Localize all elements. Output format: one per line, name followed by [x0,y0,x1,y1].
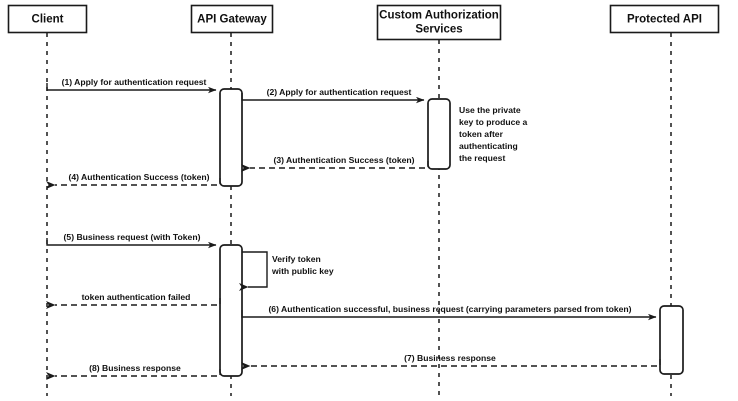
message-1-label: (1) Apply for authentication request [62,77,207,87]
participant-label-client: Client [32,14,64,26]
message-token-authentication-failed-arrow [46,298,221,309]
message-token-authentication-failed-label: token authentication failed [82,292,191,302]
message-5-label: (5) Business request (with Token) [64,232,201,242]
message-8-arrow [46,369,221,380]
message-3[interactable]: (3) Authentication Success (token) [241,155,429,172]
activation-authsvc[interactable] [427,98,451,170]
participant-protected[interactable]: Protected API [609,4,720,34]
message-2-arrow [241,93,425,104]
message-6-label: (6) Authentication successful, business … [268,304,631,314]
message-4-label: (4) Authentication Success (token) [68,172,209,182]
participant-label-authsvc-line1: Custom Authorization [379,10,499,22]
message-1-arrow [46,83,217,94]
self-call-verify-token-line2: with public key [271,266,334,276]
participant-authsvc[interactable]: Custom Authorization Services [376,4,502,41]
message-5-arrow [46,238,217,249]
participant-box-authsvc[interactable] [376,4,502,41]
activation-gateway-auth[interactable] [219,88,243,187]
participant-label-protected: Protected API [627,14,702,26]
note-private-key-line3: token after [459,129,504,139]
note-private-key-line1: Use the private [459,105,521,115]
self-call-verify-token-line1: Verify token [272,254,321,264]
message-1[interactable]: (1) Apply for authentication request [46,77,217,94]
participant-client[interactable]: Client [7,4,88,34]
activation-bars-group [219,88,684,377]
message-6-arrow [241,310,657,321]
message-4[interactable]: (4) Authentication Success (token) [46,172,221,189]
note-private-key: Use the private key to produce a token a… [459,105,528,163]
message-5[interactable]: (5) Business request (with Token) [46,232,217,249]
message-2-label: (2) Apply for authentication request [267,87,412,97]
message-3-arrow [241,161,429,172]
self-call-verify-token-arrow [239,251,268,291]
message-token-authentication-failed[interactable]: token authentication failed [46,292,221,309]
message-8[interactable]: (8) Business response [46,363,221,380]
note-private-key-line2: key to produce a [459,117,528,127]
participant-box-protected[interactable] [609,4,720,34]
message-6[interactable]: (6) Authentication successful, business … [241,304,657,321]
message-4-arrow [46,178,221,189]
note-private-key-line4: authenticating [459,141,518,151]
lifelines-group [46,33,672,396]
activation-protected[interactable] [659,305,684,375]
participant-gateway[interactable]: API Gateway [190,4,274,34]
note-private-key-line5: the request [459,153,505,163]
self-call-verify-token[interactable]: Verify token with public key [239,251,334,291]
message-3-label: (3) Authentication Success (token) [273,155,414,165]
message-7[interactable]: (7) Business response [241,353,661,370]
participant-box-client[interactable] [7,4,88,34]
message-8-label: (8) Business response [89,363,181,373]
participant-label-authsvc-line2: Services [415,24,462,36]
participant-label-gateway: API Gateway [197,14,267,26]
activation-gateway-business[interactable] [219,244,243,377]
participant-box-gateway[interactable] [190,4,274,34]
message-7-label: (7) Business response [404,353,496,363]
message-7-arrow [241,359,661,370]
message-2[interactable]: (2) Apply for authentication request [241,87,425,104]
